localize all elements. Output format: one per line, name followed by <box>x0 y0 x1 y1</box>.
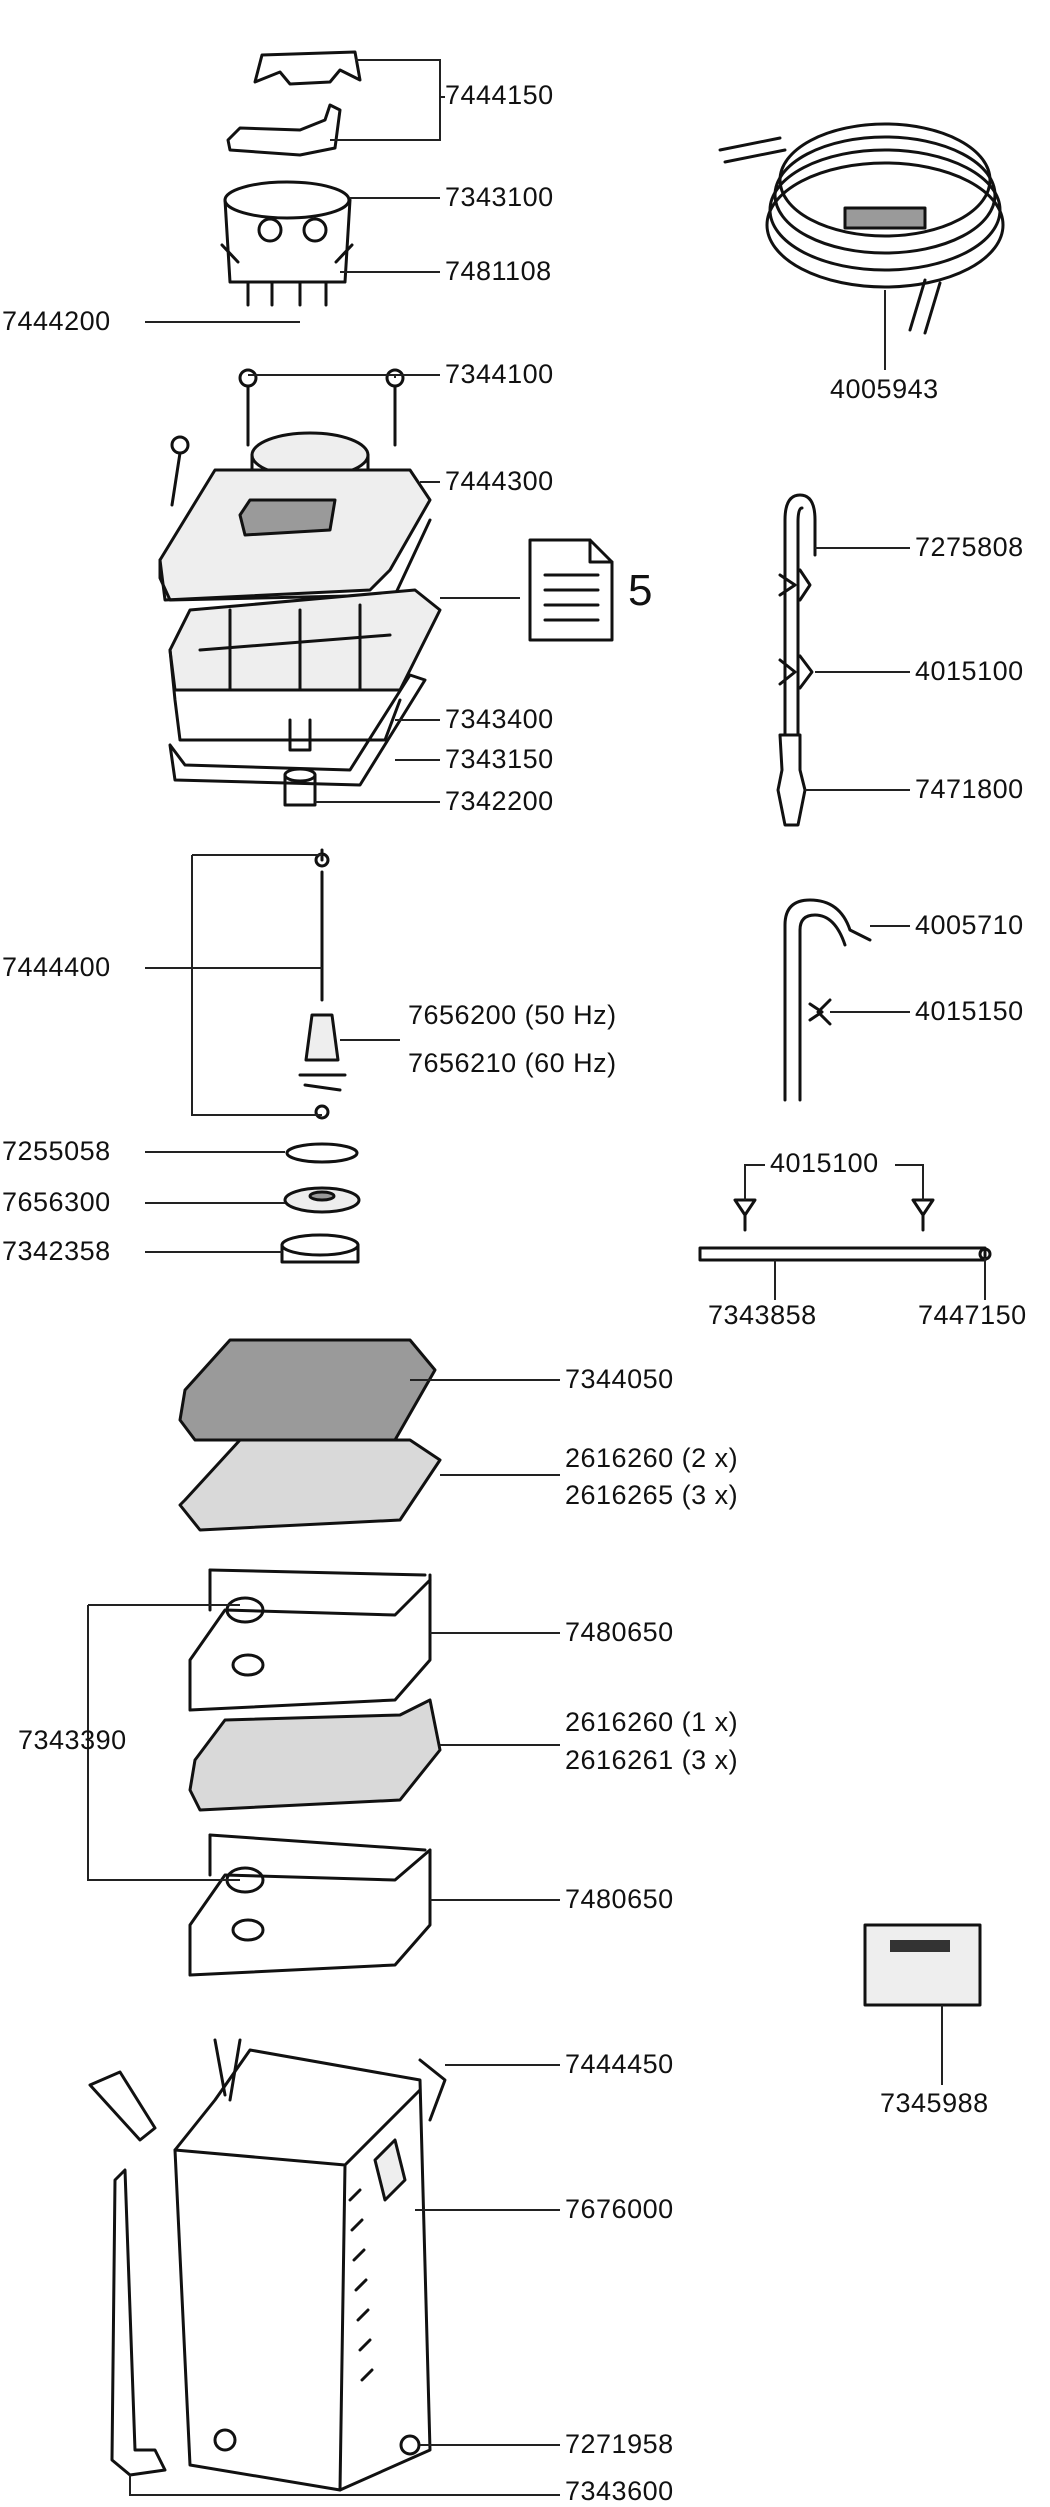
bearing-part <box>283 767 317 807</box>
part-label: 7344100 <box>445 359 554 389</box>
part-label: 7656210 (60 Hz) <box>408 1048 617 1078</box>
impeller-part <box>280 848 361 1264</box>
part-label: 7480650 <box>565 1884 674 1914</box>
part-label: 7343150 <box>445 744 554 774</box>
part-label: 7447150 <box>918 1300 1027 1330</box>
pump-head-part <box>220 180 354 307</box>
part-label: 7345988 <box>880 2088 989 2118</box>
part-label: 4005710 <box>915 910 1024 940</box>
stand-part <box>88 2070 167 2477</box>
part-label: 7444400 <box>2 952 111 982</box>
part-label: 2616260 (2 x) <box>565 1443 739 1473</box>
filter-basket-lower-part <box>188 1833 432 1977</box>
part-label: 2616260 (1 x) <box>565 1707 739 1737</box>
part-label: 7481108 <box>445 256 552 286</box>
part-label: 7255058 <box>2 1136 111 1166</box>
connector-part <box>776 733 807 827</box>
fine-pad-part <box>188 1698 442 1812</box>
part-label: 7342200 <box>445 786 554 816</box>
leader-lines <box>87 59 986 2496</box>
top-clip-part <box>226 50 362 157</box>
intake-tube-part <box>778 493 817 737</box>
part-label: 7444200 <box>2 306 111 336</box>
part-label: 7480650 <box>565 1617 674 1647</box>
outlet-tube-part <box>783 898 872 1102</box>
part-label: 7656300 <box>2 1187 111 1217</box>
part-label: 4015100 <box>915 656 1024 686</box>
part-label: 7444450 <box>565 2049 674 2079</box>
media-pack-part <box>863 1923 982 2007</box>
gasket-part <box>168 673 427 787</box>
part-label: 7271958 <box>565 2429 674 2459</box>
part-label: 7676000 <box>565 2194 674 2224</box>
part-label: 2616261 (3 x) <box>565 1745 739 1775</box>
document-number: 5 <box>628 566 653 615</box>
canister-part <box>173 2038 447 2492</box>
filter-basket-upper-part <box>188 1568 432 1712</box>
part-label: 7344050 <box>565 1364 674 1394</box>
hose-part <box>718 122 1005 335</box>
part-label: 7343600 <box>565 2476 674 2506</box>
part-label: 7275808 <box>915 532 1024 562</box>
coarse-pad-part <box>178 1338 437 1442</box>
part-label: 7342358 <box>2 1236 111 1266</box>
pump-housing-part <box>168 588 442 752</box>
part-label: 7656200 (50 Hz) <box>408 1000 617 1030</box>
part-label: 7343390 <box>18 1725 127 1755</box>
part-label: 7343100 <box>445 182 554 212</box>
part-label: 7444150 <box>445 80 554 110</box>
part-label: 4005943 <box>830 374 939 404</box>
part-label: 4015100 <box>770 1148 879 1178</box>
sponge-pad-part <box>178 1438 442 1532</box>
spray-bar-part <box>698 1198 992 1262</box>
part-label: 7343400 <box>445 704 554 734</box>
document-icon <box>528 538 614 642</box>
part-label: 4015150 <box>915 996 1024 1026</box>
part-label: 7444300 <box>445 466 554 496</box>
part-label: 7343858 <box>708 1300 817 1330</box>
part-label: 2616265 (3 x) <box>565 1480 739 1510</box>
part-label: 7471800 <box>915 774 1024 804</box>
pump-cover-part <box>158 431 432 602</box>
